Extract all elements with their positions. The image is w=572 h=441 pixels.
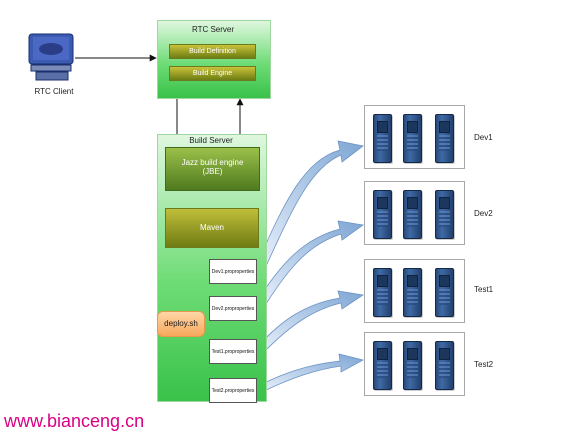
env-label-test1: Test1 bbox=[474, 285, 494, 294]
env-label-test2: Test2 bbox=[474, 360, 494, 369]
rtc-client-label: RTC Client bbox=[34, 87, 74, 96]
computer-icon bbox=[28, 33, 74, 81]
property-file-dev1: Dev1.proproperties bbox=[209, 259, 257, 284]
server-icon bbox=[373, 114, 392, 163]
rtc-server-title: RTC Server bbox=[191, 25, 235, 34]
env-label-dev2: Dev2 bbox=[474, 209, 493, 218]
env-label-dev1: Dev1 bbox=[474, 133, 493, 142]
build-definition-box: Build Definition bbox=[169, 44, 256, 59]
property-file-test1: Test1.proproperties bbox=[209, 339, 257, 364]
server-icon bbox=[403, 190, 422, 239]
watermark-text: www.bianceng.cn bbox=[4, 411, 145, 431]
server-icon bbox=[403, 114, 422, 163]
jbe-line2: (JBE) bbox=[202, 167, 223, 176]
property-file-dev2: Dev2.proproperties bbox=[209, 296, 257, 321]
build-engine-box: Build Engine bbox=[169, 66, 256, 81]
jbe-box: Jazz build engine (JBE) bbox=[165, 147, 260, 191]
server-icon bbox=[373, 268, 392, 317]
env-box-test1 bbox=[364, 259, 465, 323]
rtc-server-panel bbox=[157, 20, 271, 99]
build-server-title: Build Server bbox=[189, 136, 233, 145]
env-box-dev1 bbox=[364, 105, 465, 169]
server-icon bbox=[435, 268, 454, 317]
server-icon bbox=[373, 190, 392, 239]
rtc-client-computer bbox=[28, 33, 76, 81]
env-box-dev2 bbox=[364, 181, 465, 245]
jbe-line1: Jazz build engine bbox=[181, 158, 244, 167]
server-icon bbox=[373, 341, 392, 390]
server-icon bbox=[403, 268, 422, 317]
maven-box: Maven bbox=[165, 208, 259, 248]
deploy-script-box: deploy.sh bbox=[157, 311, 205, 337]
server-icon bbox=[435, 114, 454, 163]
property-file-test2: Test2.proproperties bbox=[209, 378, 257, 403]
server-icon bbox=[435, 341, 454, 390]
deploy-arrow-test1 bbox=[257, 290, 365, 351]
server-icon bbox=[403, 341, 422, 390]
server-icon bbox=[435, 190, 454, 239]
deploy-arrow-test2 bbox=[257, 353, 365, 391]
deploy-arrow-dev2 bbox=[257, 220, 365, 305]
env-box-test2 bbox=[364, 332, 465, 396]
deploy-arrow-dev1 bbox=[257, 140, 364, 267]
